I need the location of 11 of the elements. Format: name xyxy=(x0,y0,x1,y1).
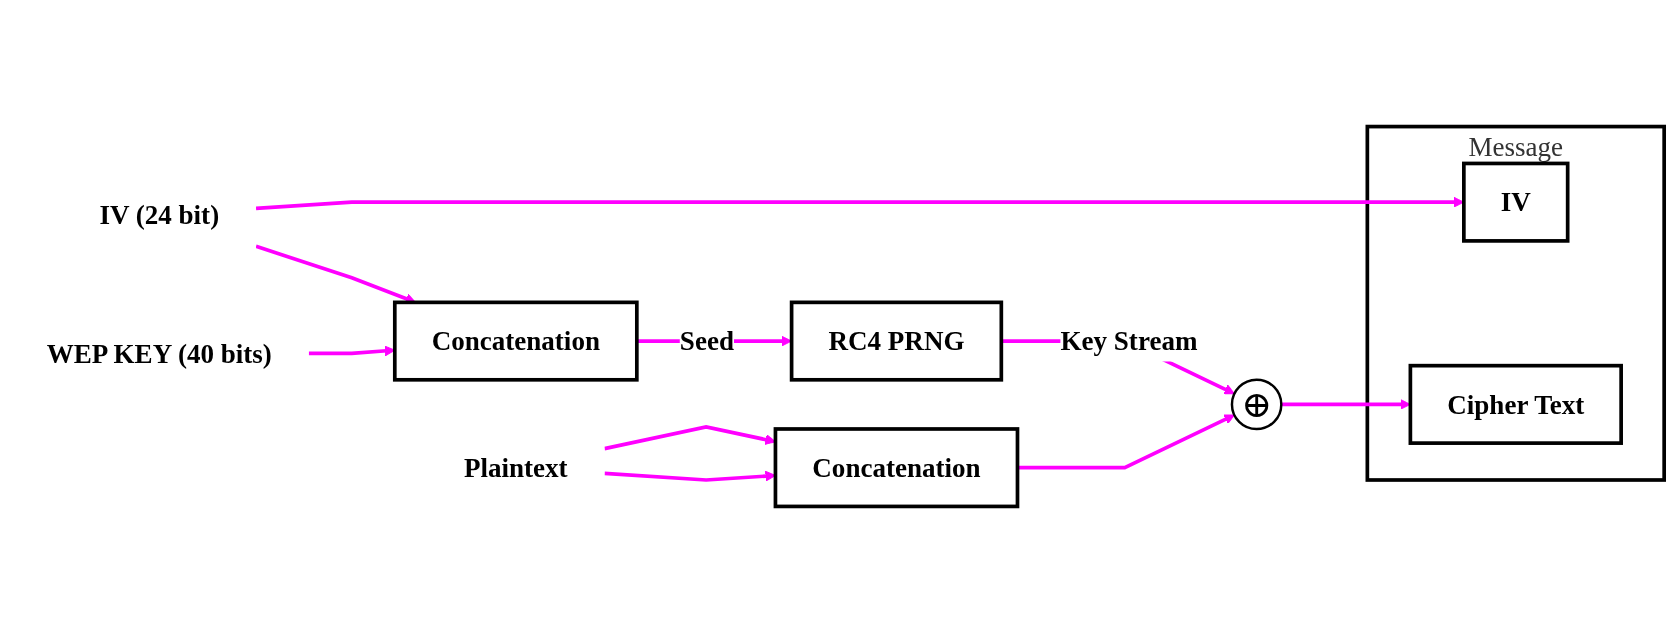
edge-label: Seed xyxy=(679,325,734,357)
node-text: Plaintext xyxy=(463,452,568,484)
node-box: Concatenation xyxy=(392,300,639,382)
edge-label: Key Stream xyxy=(1060,325,1198,357)
node-circle: ⊕ xyxy=(1230,378,1283,431)
node-text: IV (24 bit) xyxy=(99,199,220,230)
node-box: Concatenation xyxy=(773,427,1020,509)
node-box: Cipher Text xyxy=(1408,363,1623,445)
node-box: RC4 PRNG xyxy=(789,300,1004,382)
node-text: WEP KEY (40 bits) xyxy=(46,338,272,369)
node-box: IV xyxy=(1462,161,1570,243)
